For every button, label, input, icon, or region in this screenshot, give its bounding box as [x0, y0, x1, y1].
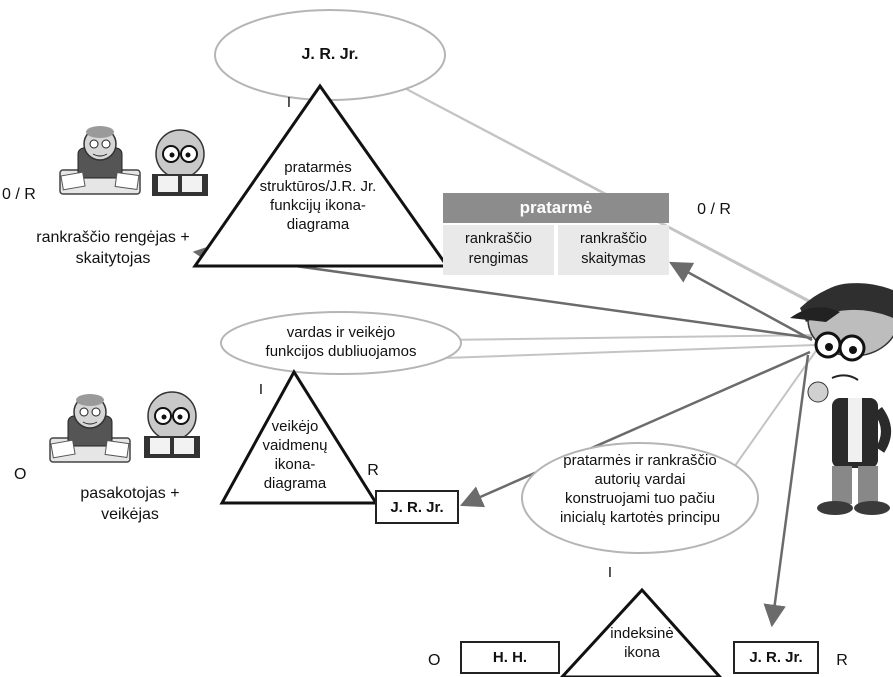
- top-left-caption: rankraščio rengėjas + skaitytojas: [0, 227, 226, 269]
- top-vertex-i: I: [286, 94, 292, 111]
- pointer-rays: [394, 82, 826, 471]
- writer-icon: [59, 126, 141, 195]
- cell-line: skaitymas: [581, 251, 646, 267]
- caption-line: veikėjas: [101, 506, 159, 523]
- middle-triangle-text: veikėjo vaidmenų ikona- diagrama: [250, 417, 340, 493]
- bottom-triangle-text: indeksinė ikona: [596, 624, 688, 662]
- thinking-boy-icon: [790, 283, 893, 515]
- middle-triangle: [219, 369, 379, 505]
- cell-line: rankraščio: [580, 231, 647, 247]
- top-bubble-text: J. R. Jr.: [301, 46, 359, 63]
- bottom-jrjr-box: J. R. Jr.: [733, 641, 819, 674]
- middle-bubble-text: vardas ir veikėjo funkcijos dubliuojamos: [228, 323, 454, 361]
- cell-line: rankraščio: [465, 231, 532, 247]
- triangle-line: vaidmenų: [262, 437, 328, 454]
- triangle-line: ikona-: [274, 456, 316, 473]
- bubble-line: inicialų kartotės principu: [559, 509, 721, 526]
- preface-table: pratarmė rankraščio rengimas rankraščio …: [443, 193, 669, 275]
- bubble-line: funkcijos dubliuojamos: [265, 343, 417, 360]
- middle-vertex-i: I: [258, 381, 264, 398]
- bottom-triangle: [559, 587, 723, 677]
- caption-line: skaitytojas: [75, 250, 151, 267]
- bubble-line: konstruojami tuo pačiu: [564, 490, 716, 507]
- top-triangle-line: pratarmės: [284, 159, 352, 176]
- bottom-left-mark: O: [428, 652, 441, 669]
- bottom-bubble: [521, 442, 759, 554]
- bubble-line: autorių vardai: [594, 471, 686, 488]
- middle-jrjr-box: J. R. Jr.: [375, 490, 459, 524]
- top-triangle-line: struktūros/J.R. Jr.: [259, 178, 377, 195]
- table-row: rankraščio rengimas rankraščio skaitymas: [443, 225, 669, 275]
- bubble-line: vardas ir veikėjo: [286, 324, 396, 341]
- bubble-line: pratarmės ir rankraščio: [563, 452, 717, 469]
- top-triangle-line: funkcijų ikona-: [270, 197, 366, 214]
- reader-icon: [152, 129, 208, 196]
- top-triangle-line: diagrama: [286, 216, 350, 233]
- bottom-hh-box: H. H.: [460, 641, 560, 674]
- top-triangle: [192, 83, 450, 268]
- caption-line: rankraščio rengėjas +: [36, 229, 190, 246]
- middle-vertex-r: R: [367, 462, 379, 479]
- top-triangle-text: pratarmės struktūros/J.R. Jr. funkcijų i…: [230, 158, 406, 234]
- bottom-right-mark: R: [836, 652, 848, 669]
- middle-bubble: [220, 311, 462, 375]
- bottom-bubble-text: pratarmės ir rankraščio autorių vardai k…: [528, 451, 752, 527]
- middle-left-mark: O: [14, 466, 27, 483]
- writer-icon: [49, 394, 131, 463]
- table-header: pratarmė: [443, 193, 669, 223]
- bottom-vertex-i: I: [607, 564, 613, 581]
- table-cell: rankraščio skaitymas: [558, 225, 669, 275]
- table-mark: 0 / R: [697, 201, 731, 218]
- table-cell: rankraščio rengimas: [443, 225, 554, 275]
- cell-line: rengimas: [468, 251, 529, 267]
- triangle-line: veikėjo: [271, 418, 319, 435]
- caption-line: pasakotojas +: [80, 485, 180, 502]
- triangle-line: ikona: [624, 644, 660, 661]
- top-left-mark: 0 / R: [2, 186, 36, 203]
- middle-left-caption: pasakotojas + veikėjas: [40, 483, 220, 525]
- triangle-line: indeksinė: [610, 625, 674, 642]
- reader-icon: [144, 391, 200, 458]
- triangle-line: diagrama: [263, 475, 327, 492]
